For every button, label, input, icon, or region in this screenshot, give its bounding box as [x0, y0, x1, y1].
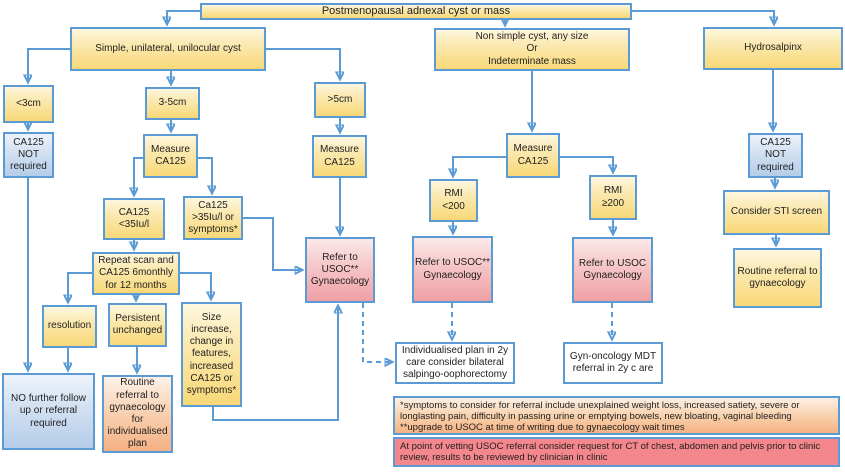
edge-measuremid-ca125gt35 [198, 157, 212, 193]
node-resolution: resolution [42, 305, 97, 348]
node-ca125-not-required-left: CA125 NOT required [3, 132, 54, 178]
node-gt5cm: >5cm [314, 82, 366, 118]
node-hydrosalpinx: Hydrosalpinx [703, 27, 843, 70]
node-lt3cm: <3cm [3, 85, 54, 123]
edge-measuremid-ca125lt35 [134, 157, 143, 195]
node-measure-ca125-right: Measure CA125 [312, 135, 367, 178]
node-routine-referral-individualised-plan: Routine referral to gynaecology for indi… [102, 375, 173, 453]
edge-referusoccenter-individualisedplan [362, 303, 392, 362]
node-refer-usoc-rmi-low: Refer to USOC** Gynaecology [412, 236, 493, 303]
node-postmenopausal-adnexal-cyst: Postmenopausal adnexal cyst or mass [200, 3, 632, 20]
node-rmi-gte200: RMI ≥200 [589, 175, 637, 220]
node-ca125-lt35: CA125 <35Iu/l [103, 198, 165, 240]
edge-root-simple [167, 10, 203, 24]
edge-root-hydrosalpinx [632, 10, 774, 24]
node-refer-usoc-rmi-high: Refer to USOC Gynaecology [572, 237, 653, 303]
node-no-further-follow-up: NO further follow up or referral require… [2, 373, 95, 450]
footnote-ct-request: At point of vetting USOC referral consid… [393, 437, 840, 467]
edge-simple-lt3cm [28, 48, 70, 82]
node-measure-ca125-mid: Measure CA125 [143, 134, 198, 178]
node-ca125-gt35-symptoms: Ca125 >35Iu/l or symptoms* [183, 196, 243, 240]
node-3-5cm: 3-5cm [145, 87, 200, 120]
edge-ca125gt35-referusoccenter [243, 217, 302, 270]
node-consider-sti-screen: Consider STI screen [723, 190, 830, 235]
edge-repeatscan-resolution [68, 272, 92, 302]
node-refer-usoc-center: Refer to USOC** Gynaecology [305, 237, 375, 303]
node-routine-referral-gynaecology: Routine referral to gynaecology [733, 248, 822, 308]
edge-measurens-rmilow [453, 156, 506, 176]
edge-simple-gt5cm [266, 48, 340, 79]
node-rmi-lt200: RMI <200 [429, 179, 478, 222]
node-measure-ca125-nonsimple: Measure CA125 [506, 133, 560, 178]
footnote-symptoms: *symptoms to consider for referral inclu… [393, 396, 840, 435]
node-persistent-unchanged: Persistent unchanged [108, 303, 167, 347]
edge-repeatscan-sizeincrease [180, 272, 211, 299]
node-repeat-scan: Repeat scan and CA125 6monthly for 12 mo… [92, 252, 180, 295]
node-non-simple-cyst: Non simple cyst, any size Or Indetermina… [434, 28, 630, 71]
node-individualised-plan-2y: Individualised plan in 2y care consider … [395, 342, 515, 384]
node-ca125-not-required-right: CA125 NOT required [748, 133, 803, 178]
node-simple-unilateral-unilocular: Simple, unilateral, unilocular cyst [70, 27, 266, 71]
node-gyn-oncology-mdt: Gyn-oncology MDT referral in 2y c are [563, 342, 663, 384]
node-size-increase: Size increase, change in features, incre… [181, 302, 242, 407]
edge-measurens-rmihigh [560, 156, 613, 172]
